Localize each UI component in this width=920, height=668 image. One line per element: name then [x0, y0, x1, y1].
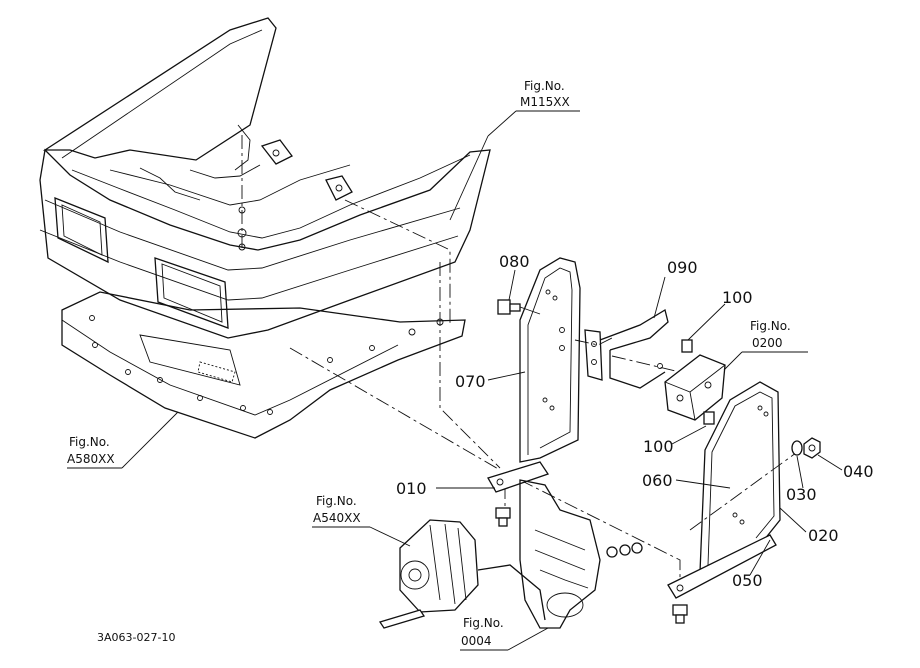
fig-ref-number-0200: 0200: [752, 336, 783, 350]
alternator: [378, 519, 546, 629]
figure-references: Fig.No. M115XX Fig.No. 0200 Fig.No. A580…: [67, 79, 791, 648]
part-labels: 080 090 100 070 100 010 060 040 030 020 …: [396, 252, 874, 590]
bracket-070: [487, 257, 581, 527]
hood-shell: [39, 17, 491, 339]
label-090: 090: [667, 258, 698, 277]
fig-ref-number-m115xx: M115XX: [520, 95, 570, 109]
washer-030: [791, 440, 803, 456]
fig-ref-caption-a540xx: Fig.No.: [316, 494, 357, 508]
label-040: 040: [843, 462, 874, 481]
fig-ref-number-0004: 0004: [461, 634, 492, 648]
fig-ref-caption-0200: Fig.No.: [750, 319, 791, 333]
label-030: 030: [786, 485, 817, 504]
label-050: 050: [732, 571, 763, 590]
block-100: [664, 339, 726, 425]
label-100-top: 100: [722, 288, 753, 307]
fig-ref-number-a540xx: A540XX: [313, 511, 361, 525]
nut-040: [803, 437, 821, 459]
engine-housing: [519, 479, 643, 629]
fig-ref-caption-0004: Fig.No.: [463, 616, 504, 630]
alignment-lines: [241, 135, 801, 590]
bracket-090: [584, 308, 669, 389]
drawing-code: 3A063-027-10: [97, 631, 175, 644]
fig-ref-caption-m115xx: Fig.No.: [524, 79, 565, 93]
label-100-bottom: 100: [643, 437, 674, 456]
bracket-060: [667, 381, 781, 624]
fig-ref-caption-a580xx: Fig.No.: [69, 435, 110, 449]
leader-lines: [67, 110, 843, 651]
bottom-plate: [61, 291, 466, 439]
label-070: 070: [455, 372, 486, 391]
bolt-080: [497, 299, 541, 315]
label-080: 080: [499, 252, 530, 271]
label-020: 020: [808, 526, 839, 545]
fig-ref-number-a580xx: A580XX: [67, 452, 115, 466]
label-010: 010: [396, 479, 427, 498]
label-060: 060: [642, 471, 673, 490]
